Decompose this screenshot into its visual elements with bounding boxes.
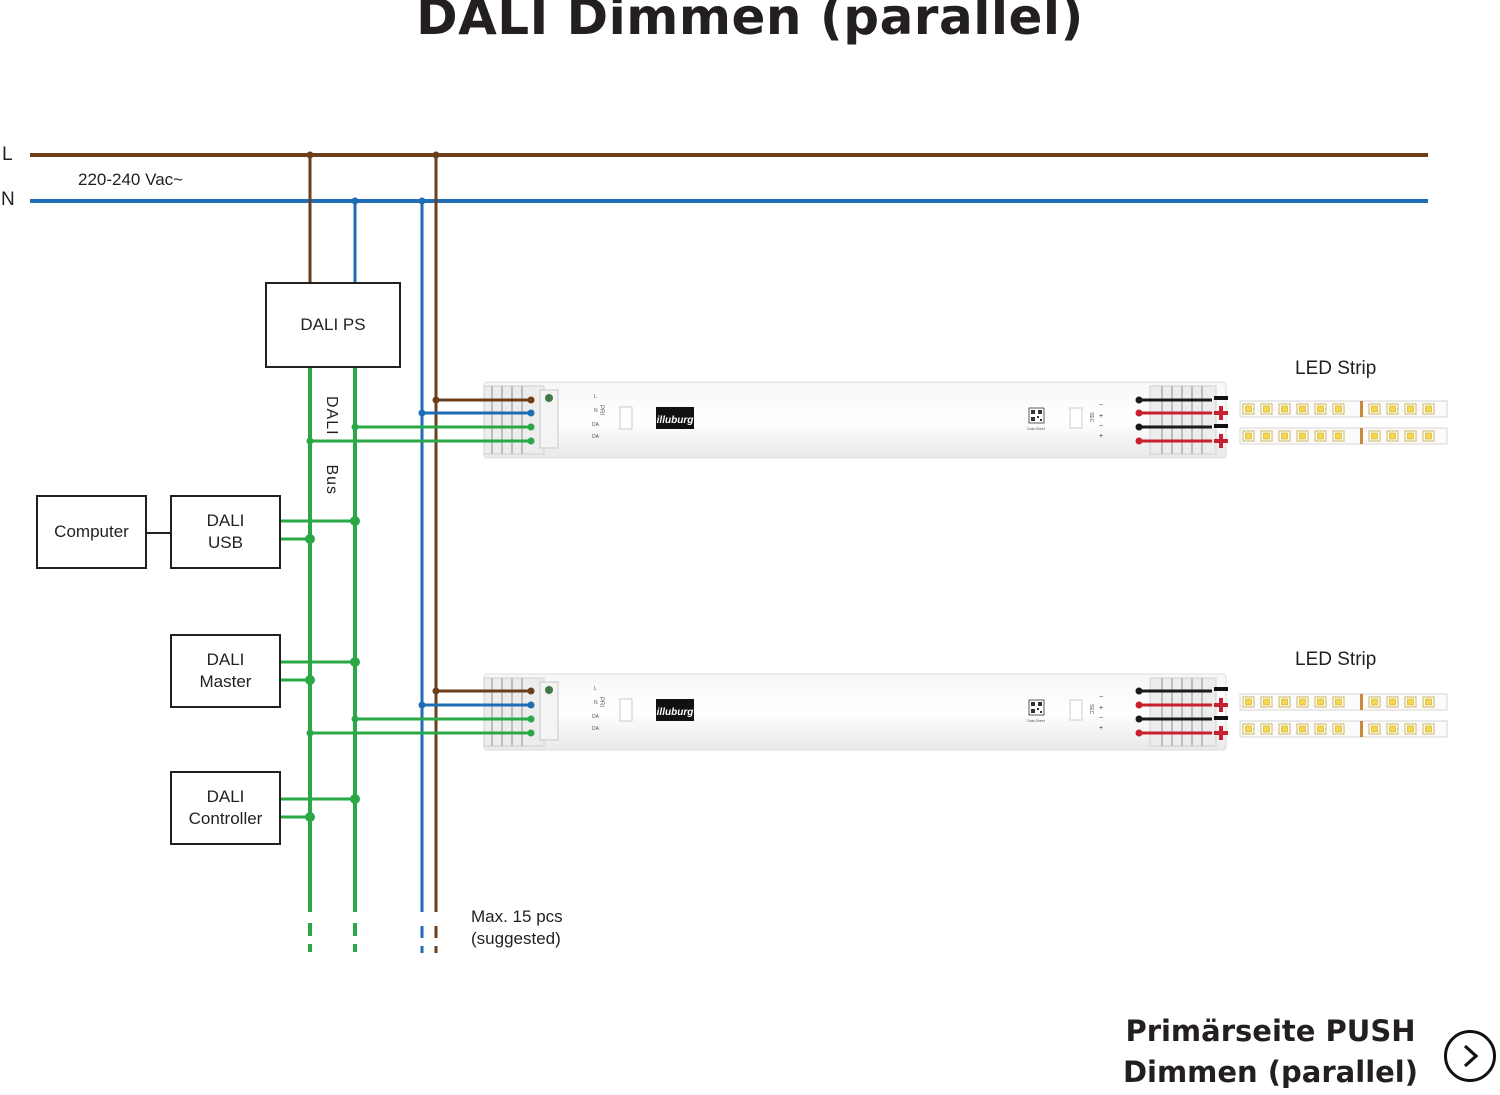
svg-text:+: + [1099, 433, 1103, 440]
svg-text:−: − [1099, 402, 1103, 409]
svg-text:SEC: SEC [1088, 412, 1094, 423]
dali-bus-label: DALI Bus [322, 396, 340, 495]
dali-controller-label-2: Controller [188, 809, 263, 828]
dali-ps-label: DALI PS [300, 315, 366, 334]
diagram-title: DALI Dimmen (parallel) [416, 0, 1084, 46]
dali-controller-label-1: DALI [206, 787, 245, 806]
next-button[interactable] [1444, 1030, 1496, 1082]
driver-2-qr-code [1028, 699, 1045, 716]
dali-bus-label-1: DALI [323, 396, 340, 436]
max-quantity-line-2: (suggested) [471, 929, 561, 948]
dali-usb-block: DALI USB [170, 495, 281, 569]
computer-block: Computer [36, 495, 147, 569]
svg-text:illuburg: illuburg [657, 415, 694, 426]
max-quantity-note: Max. 15 pcs (suggested) [471, 906, 563, 950]
driver-1-pri-label: PRI [598, 405, 604, 415]
svg-text:N: N [594, 700, 598, 706]
driver-1-qr-code [1028, 407, 1045, 424]
dali-master-label-2: Master [199, 672, 252, 691]
dali-master-label-1: DALI [206, 650, 245, 669]
led-strip-1-lower [1239, 427, 1448, 445]
next-diagram-link-line-1: Primärseite PUSH [1125, 1014, 1416, 1048]
led-strip-2-label: LED Strip [1295, 649, 1377, 670]
led-strip-1-label: LED Strip [1295, 358, 1377, 379]
svg-text:DA: DA [592, 434, 600, 440]
computer-label: Computer [54, 522, 129, 541]
svg-text:−: − [1099, 715, 1103, 722]
led-driver-2: PRI L N DA DA illuburg Data Sheet SEC − … [483, 673, 1227, 751]
svg-text:Data Sheet: Data Sheet [1027, 427, 1045, 431]
svg-text:N: N [594, 408, 598, 414]
led-strip-2-lower [1239, 720, 1448, 738]
svg-text:SEC: SEC [1088, 704, 1094, 715]
led-strip-2-upper [1239, 693, 1448, 711]
dali-master-block: DALI Master [170, 634, 281, 708]
line-label: L [2, 144, 13, 165]
svg-text:illuburg: illuburg [657, 707, 694, 718]
svg-text:+: + [1099, 725, 1103, 732]
svg-text:−: − [1099, 423, 1103, 430]
driver-2-brand-logo [656, 699, 694, 721]
dali-usb-label-2: USB [208, 533, 243, 552]
svg-text:Data Sheet: Data Sheet [1027, 719, 1045, 723]
svg-text:+: + [1099, 705, 1103, 712]
svg-text:DA: DA [592, 726, 600, 732]
dali-bus-label-2: Bus [323, 464, 340, 496]
dali-power-supply-block: DALI PS [265, 282, 401, 368]
chevron-right-icon [1463, 1044, 1479, 1068]
led-strip-1-upper [1239, 400, 1448, 418]
dali-controller-block: DALI Controller [170, 771, 281, 845]
next-diagram-link-line-2: Dimmen (parallel) [1122, 1055, 1418, 1089]
svg-text:+: + [1099, 413, 1103, 420]
dali-usb-label-1: DALI [206, 511, 245, 530]
max-quantity-line-1: Max. 15 pcs [471, 907, 563, 926]
svg-text:DA: DA [592, 714, 600, 720]
driver-2-pri-label: PRI [598, 697, 604, 707]
svg-text:L: L [594, 686, 597, 692]
next-diagram-link[interactable]: Primärseite PUSH Dimmen (parallel) [1123, 1011, 1418, 1093]
neutral-label: N [1, 189, 15, 210]
svg-text:−: − [1099, 694, 1103, 701]
svg-text:L: L [594, 394, 597, 400]
driver-1-brand-logo [656, 407, 694, 429]
voltage-label: 220-240 Vac~ [78, 170, 184, 189]
svg-text:DA: DA [592, 422, 600, 428]
led-driver-1: PRI L N DA DA illuburg Data Sheet SEC − … [483, 381, 1227, 459]
